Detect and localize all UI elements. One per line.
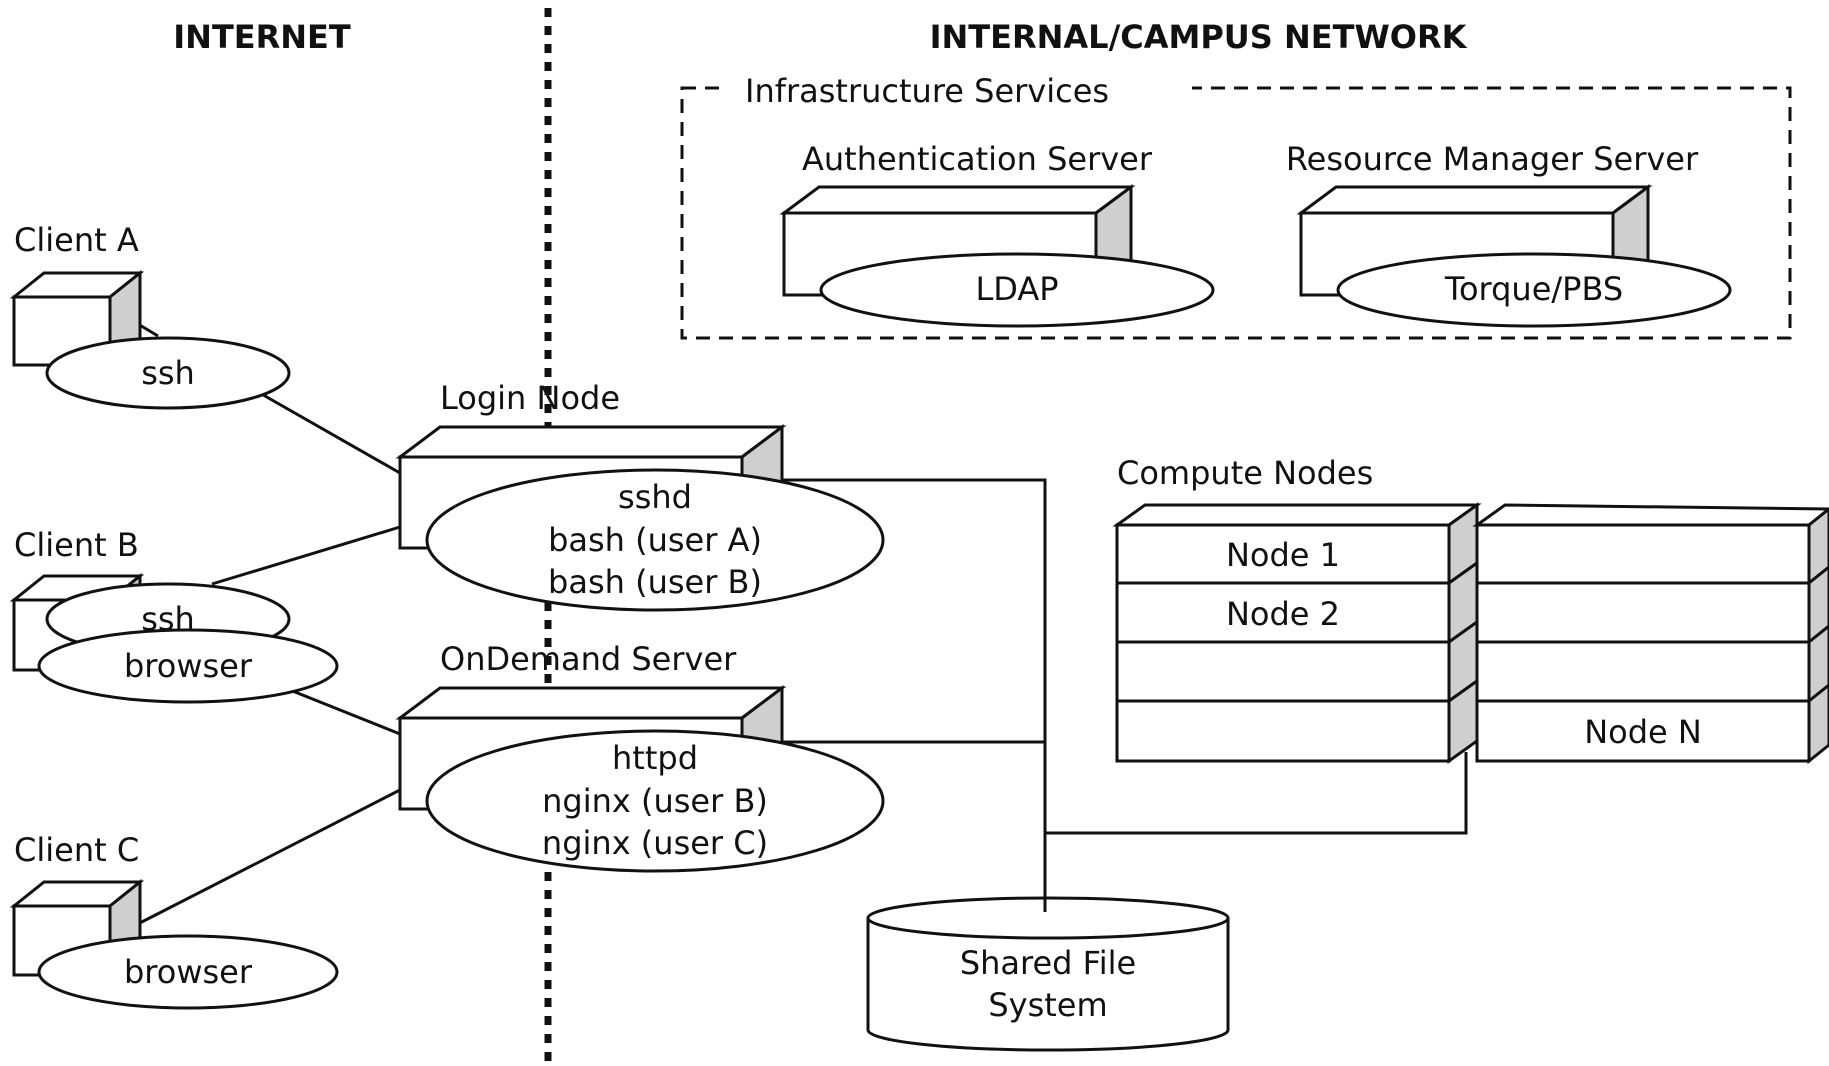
login-node: Login Node sshd bash (user A) bash (user… bbox=[395, 379, 885, 612]
ondemand-top-face bbox=[395, 686, 787, 720]
client-b-to-ondemand-link bbox=[289, 688, 401, 736]
ondemand-server: OnDemand Server httpd nginx (user B) ngi… bbox=[395, 640, 885, 873]
client-b-browser-ellipse bbox=[37, 628, 339, 704]
compute-node-label-right-4: Node N bbox=[1584, 713, 1702, 751]
auth-server-top-face bbox=[779, 185, 1136, 215]
rm-server-top-face bbox=[1296, 185, 1653, 215]
client-a-front-face bbox=[12, 295, 112, 367]
ondemand-process-ellipse bbox=[425, 729, 885, 873]
compute-node-slot-left-1 bbox=[1115, 523, 1451, 585]
ldap-service-label: LDAP bbox=[975, 270, 1058, 308]
ondemand-server-title: OnDemand Server bbox=[440, 640, 737, 678]
torque-pbs-service-label: Torque/PBS bbox=[1444, 270, 1623, 308]
client-b-to-login-link bbox=[211, 525, 401, 586]
resource-manager-server: Resource Manager Server Torque/PBS bbox=[1286, 140, 1732, 328]
infrastructure-services-title: Infrastructure Services bbox=[745, 72, 1109, 110]
compute-nodes: Compute Nodes Node 1 Node 2 Node N bbox=[1112, 454, 1829, 765]
compute-node-label-left-2: Node 2 bbox=[1226, 595, 1340, 633]
internal-zone-title: INTERNAL/CAMPUS NETWORK bbox=[930, 18, 1468, 56]
login-node-process-1: sshd bbox=[618, 478, 692, 516]
filesystem-cylinder-body bbox=[866, 918, 1230, 1052]
compute-node-slot-right-1 bbox=[1475, 523, 1811, 585]
login-node-title: Login Node bbox=[440, 379, 620, 417]
ondemand-process-2: nginx (user B) bbox=[542, 782, 768, 820]
ondemand-process-3: nginx (user C) bbox=[542, 824, 768, 862]
infrastructure-title-backdrop bbox=[728, 66, 1192, 110]
login-to-filesystem-link bbox=[782, 478, 1047, 915]
compute-node-slot-left-2 bbox=[1115, 581, 1451, 644]
client-c-title: Client C bbox=[14, 831, 139, 869]
infrastructure-services-group bbox=[680, 86, 1792, 340]
connections bbox=[127, 316, 1468, 930]
compute-node-slot-right-4 bbox=[1475, 699, 1811, 763]
client-b-title: Client B bbox=[14, 526, 139, 564]
ondemand-process-1: httpd bbox=[612, 739, 698, 777]
compute-to-filesystem-link bbox=[1045, 752, 1468, 835]
client-c-browser-label: browser bbox=[124, 953, 253, 991]
filesystem-label-line-2: System bbox=[988, 986, 1107, 1024]
client-c: Client C browser bbox=[9, 831, 339, 1010]
client-a-title: Client A bbox=[14, 221, 139, 259]
compute-node-label-left-1: Node 1 bbox=[1226, 536, 1340, 574]
client-a: Client A ssh bbox=[9, 221, 291, 410]
login-node-top-face bbox=[395, 425, 787, 459]
filesystem-cylinder-top bbox=[866, 896, 1230, 940]
ldap-service-ellipse bbox=[819, 252, 1215, 328]
shared-file-system: Shared File System bbox=[866, 840, 1230, 1052]
client-b: Client B ssh browser bbox=[9, 526, 339, 704]
compute-right-top-face bbox=[1472, 503, 1829, 527]
filesystem-label-line-1: Shared File bbox=[960, 944, 1136, 982]
internet-zone-title: INTERNET bbox=[173, 18, 351, 56]
resource-manager-title: Resource Manager Server bbox=[1286, 140, 1699, 178]
client-a-ssh-label: ssh bbox=[141, 354, 195, 392]
client-a-ssh-ellipse bbox=[45, 336, 291, 410]
client-a-to-login-link bbox=[257, 390, 401, 475]
authentication-server-title: Authentication Server bbox=[802, 140, 1153, 178]
compute-nodes-title: Compute Nodes bbox=[1117, 454, 1373, 492]
compute-node-slot-left-3 bbox=[1115, 640, 1451, 703]
client-b-browser-label: browser bbox=[124, 647, 253, 685]
client-c-to-ondemand-link bbox=[129, 788, 401, 930]
client-c-browser-ellipse bbox=[37, 934, 339, 1010]
compute-left-top-face bbox=[1112, 503, 1482, 527]
compute-node-slot-right-3 bbox=[1475, 640, 1811, 703]
login-node-process-2: bash (user A) bbox=[548, 521, 762, 559]
compute-node-slot-right-2 bbox=[1475, 581, 1811, 644]
login-node-process-3: bash (user B) bbox=[548, 563, 762, 601]
authentication-server: Authentication Server LDAP bbox=[779, 140, 1215, 328]
login-node-process-ellipse bbox=[425, 468, 885, 612]
compute-node-slot-left-4 bbox=[1115, 699, 1451, 763]
torque-pbs-service-ellipse bbox=[1336, 252, 1732, 328]
